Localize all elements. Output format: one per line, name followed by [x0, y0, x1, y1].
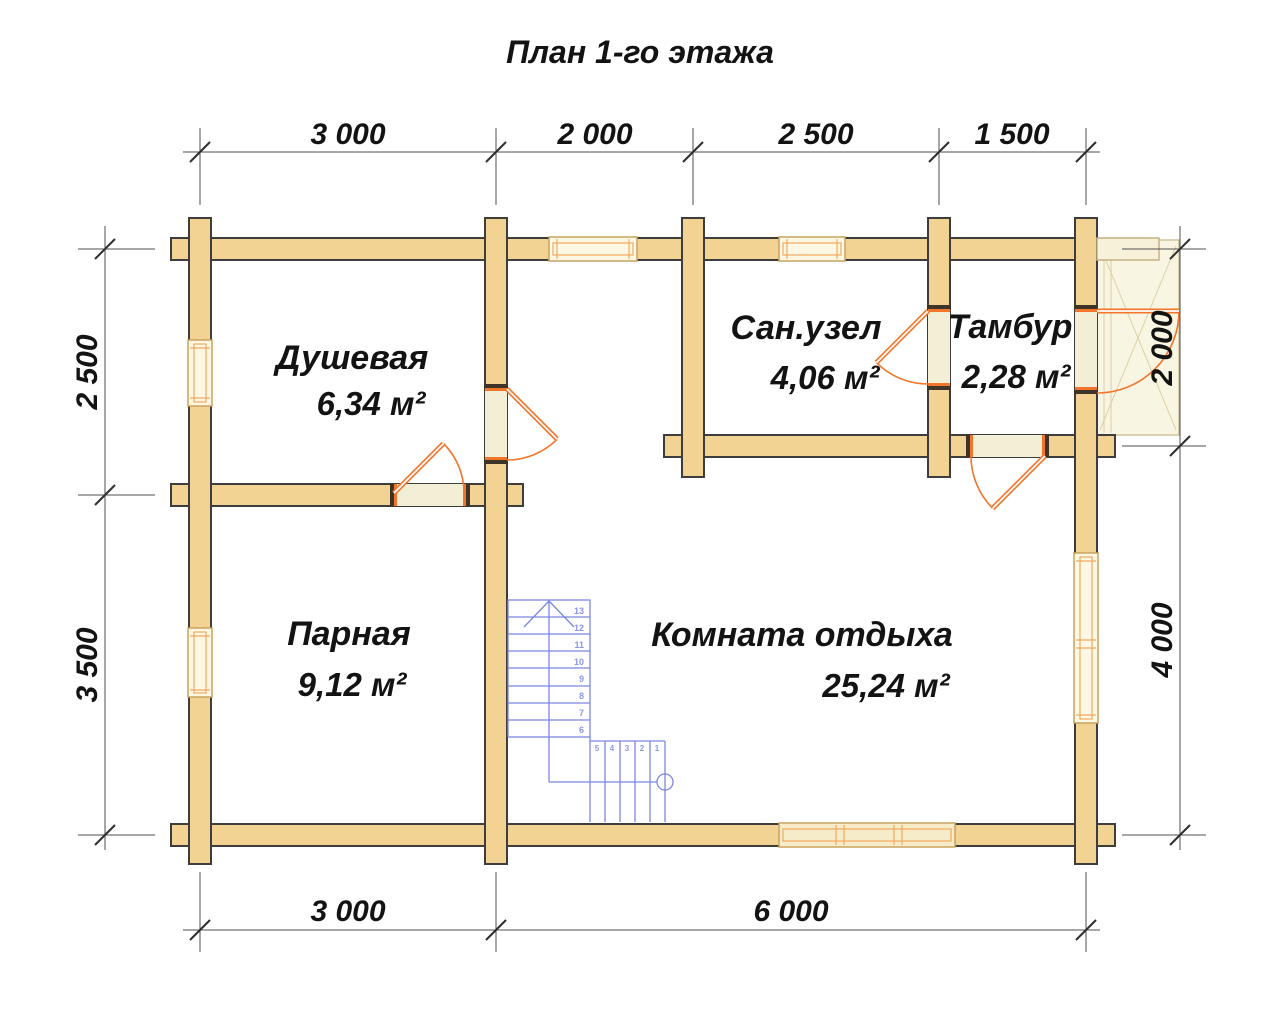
dim-tick [682, 141, 704, 163]
dim-tick [1075, 141, 1097, 163]
dim-tick [485, 141, 507, 163]
log-stub [1096, 434, 1116, 458]
stair-start-post [656, 773, 674, 791]
room-name-shower: Душевая [273, 339, 428, 377]
stair-step-number: 12 [574, 623, 584, 633]
stair-step-number: 4 [610, 744, 615, 753]
doors [390, 305, 1180, 511]
dim-tick [485, 919, 507, 941]
dim-label-right-1: 2 000 [1146, 310, 1179, 386]
room-area-shower: 6,34 м² [317, 385, 427, 422]
stair-step-number: 2 [640, 744, 645, 753]
room-name-tambour: Тамбур [948, 308, 1073, 346]
dim-label-left-1: 2 500 [71, 334, 104, 410]
stair-step-number: 10 [574, 657, 584, 667]
stair-up-arrow [523, 600, 575, 628]
dim-tick [928, 141, 950, 163]
room-name-steam: Парная [287, 615, 411, 653]
room-name-wc: Сан.узел [731, 309, 882, 347]
door-swing-arc [442, 442, 465, 494]
dimension-lines [78, 128, 1206, 952]
door-swing-arc [1096, 310, 1180, 394]
window-lounge-east [1073, 552, 1099, 724]
room-labels: Душевая 6,34 м² Сан.узел 4,06 м² Тамбур … [273, 308, 1073, 704]
wall-exterior-north [188, 237, 1098, 261]
window-lounge-south [778, 822, 956, 848]
wall-interior-center [484, 217, 508, 865]
dim-tick [94, 238, 116, 260]
room-name-lounge: Комната отдыха [651, 616, 953, 654]
dim-label-bottom-1: 3 000 [310, 895, 385, 928]
door-entrance [1074, 305, 1180, 394]
door-swing-arc [970, 455, 994, 509]
stair-step-number: 9 [579, 674, 584, 684]
log-stub [170, 483, 190, 507]
window-wc-north [778, 236, 846, 262]
dim-label-top-2: 2 000 [556, 118, 632, 151]
dim-tick [94, 824, 116, 846]
stair-step-number: 8 [579, 691, 584, 701]
room-area-steam: 9,12 м² [298, 666, 408, 703]
window-shower-west [187, 339, 213, 407]
stair-step-number: 5 [595, 744, 600, 753]
door-swing-arc [875, 362, 929, 385]
dim-tick [1075, 919, 1097, 941]
dimension-labels: 3 000 2 000 2 500 1 500 3 000 6 000 2 50… [71, 118, 1179, 928]
stair-step-number: 1 [655, 744, 660, 753]
wall-interior-wc-west [681, 217, 705, 478]
door-swing-arc [506, 438, 558, 461]
staircase: 13 12 11 10 9 8 7 6 5 4 3 2 1 [507, 599, 674, 822]
door-tambour-lounge [966, 434, 1049, 511]
dim-label-right-2: 4 000 [1146, 602, 1179, 678]
dim-label-top-1: 3 000 [310, 118, 385, 151]
page-title: План 1-го этажа [506, 34, 774, 70]
porch [1096, 239, 1180, 436]
dim-tick [1169, 435, 1191, 457]
dim-label-top-3: 2 500 [777, 118, 853, 151]
windows [187, 236, 1099, 848]
stair-step-number: 13 [574, 606, 584, 616]
door-wc [874, 305, 951, 390]
stair-step-number: 3 [625, 744, 630, 753]
stair-step-number: 11 [574, 640, 584, 650]
door-shower [484, 384, 559, 464]
porch-hatch-line [1099, 245, 1177, 431]
dim-label-left-2: 3 500 [71, 627, 104, 702]
dim-tick [189, 141, 211, 163]
stair-step-number: 7 [579, 708, 584, 718]
dim-label-bottom-2: 6 000 [753, 895, 828, 928]
window-hall-north [548, 236, 638, 262]
wall-exterior-south [188, 823, 1098, 847]
room-area-tambour: 2,28 м² [961, 358, 1072, 395]
dim-label-top-4: 1 500 [974, 118, 1049, 151]
log-stub [170, 823, 190, 847]
dim-tick [94, 484, 116, 506]
log-stub [506, 483, 524, 507]
wall-exterior-west [188, 217, 212, 865]
log-stub [1096, 823, 1116, 847]
dim-tick [1169, 824, 1191, 846]
door-steam [390, 441, 470, 507]
stair-step-number: 6 [579, 725, 584, 735]
dim-tick [1169, 238, 1191, 260]
dim-tick [189, 919, 211, 941]
room-area-lounge: 25,24 м² [821, 667, 950, 704]
room-area-wc: 4,06 м² [770, 359, 881, 396]
window-steam-west [187, 627, 213, 698]
log-stub [170, 237, 190, 261]
